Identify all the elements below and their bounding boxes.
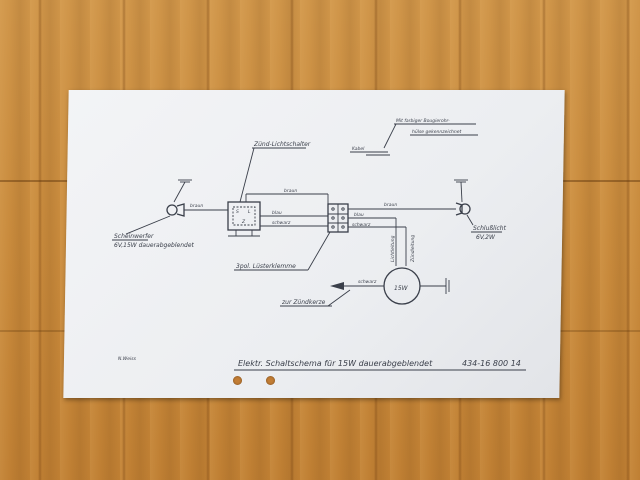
- wire-label-lichtleitung: Lichtleitung: [390, 235, 396, 262]
- wire-label-schwarz-3: schwarz: [358, 279, 377, 285]
- wire-label-braun-1: braun: [190, 203, 203, 209]
- terminal-screw: [341, 207, 345, 211]
- wire-label-braun-2: braun: [284, 188, 297, 194]
- sparkplug-arrow: [330, 282, 344, 290]
- switch-pin-s: S: [236, 209, 239, 215]
- kabel-label: Kabel: [352, 146, 365, 152]
- terminal-screw: [331, 216, 335, 220]
- wire-label-braun-3: braun: [384, 202, 397, 208]
- switch-pin-z: Z: [241, 219, 246, 225]
- terminal-screw: [331, 225, 335, 229]
- switch-inner: [232, 206, 256, 226]
- taillight-label-2: 6V,2W: [476, 234, 496, 241]
- document-number: 434-16 800 14: [462, 359, 521, 368]
- switch-pin-l: L: [248, 209, 251, 215]
- terminal-screw: [331, 207, 335, 211]
- note-leader: [383, 123, 397, 149]
- sparkplug-label: zur Zündkerze: [281, 299, 326, 306]
- wire-label-schwarz-1: schwarz: [272, 220, 291, 226]
- punch-hole: [266, 376, 275, 385]
- taillight-bulb: [459, 203, 471, 215]
- taillight-label-1: Schlußlicht: [473, 225, 507, 232]
- wire-label-zuendleitung: Zündleitung: [410, 235, 416, 263]
- switch-leader: [239, 147, 255, 203]
- headlight-label-1: Scheinwerfer: [114, 233, 154, 240]
- wire-label-schwarz-2: schwarz: [352, 222, 371, 228]
- taillight-reflector: [455, 202, 463, 216]
- generator-label: 15W: [394, 285, 409, 292]
- sparkplug-leader: [327, 289, 351, 307]
- headlight-ground-wire: [173, 181, 186, 203]
- terminal-label: 3pol. Lüsterklemme: [236, 263, 296, 270]
- headlight-label-2: 6V,15W dauerabgeblendet: [114, 242, 195, 249]
- note-line-1: Mit farbiger Bougierohr-: [396, 118, 450, 124]
- wire-label-blau-1: blau: [272, 210, 282, 216]
- switch-label: Zünd-Lichtschalter: [253, 141, 311, 148]
- punch-hole: [233, 376, 242, 385]
- taillight-ground-wire: [460, 181, 463, 203]
- corner-mark: N.Weiss: [118, 356, 137, 362]
- terminal-screw: [341, 216, 345, 220]
- wiring-diagram: Mit farbiger Bougierohr- hülse gekennzei…: [112, 118, 526, 371]
- diagram-title: Elektr. Schaltschema für 15W dauerabgebl…: [238, 359, 433, 368]
- terminal-leader: [307, 231, 331, 271]
- note-line-2: hülse gekennzeichnet: [412, 129, 462, 135]
- taillight-leader: [466, 214, 474, 226]
- headlight-reflector: [176, 203, 185, 217]
- headlight-leader: [125, 215, 171, 235]
- terminal-screw: [341, 225, 345, 229]
- headlight-bulb: [166, 204, 178, 216]
- wire-label-blau-2: blau: [354, 212, 364, 218]
